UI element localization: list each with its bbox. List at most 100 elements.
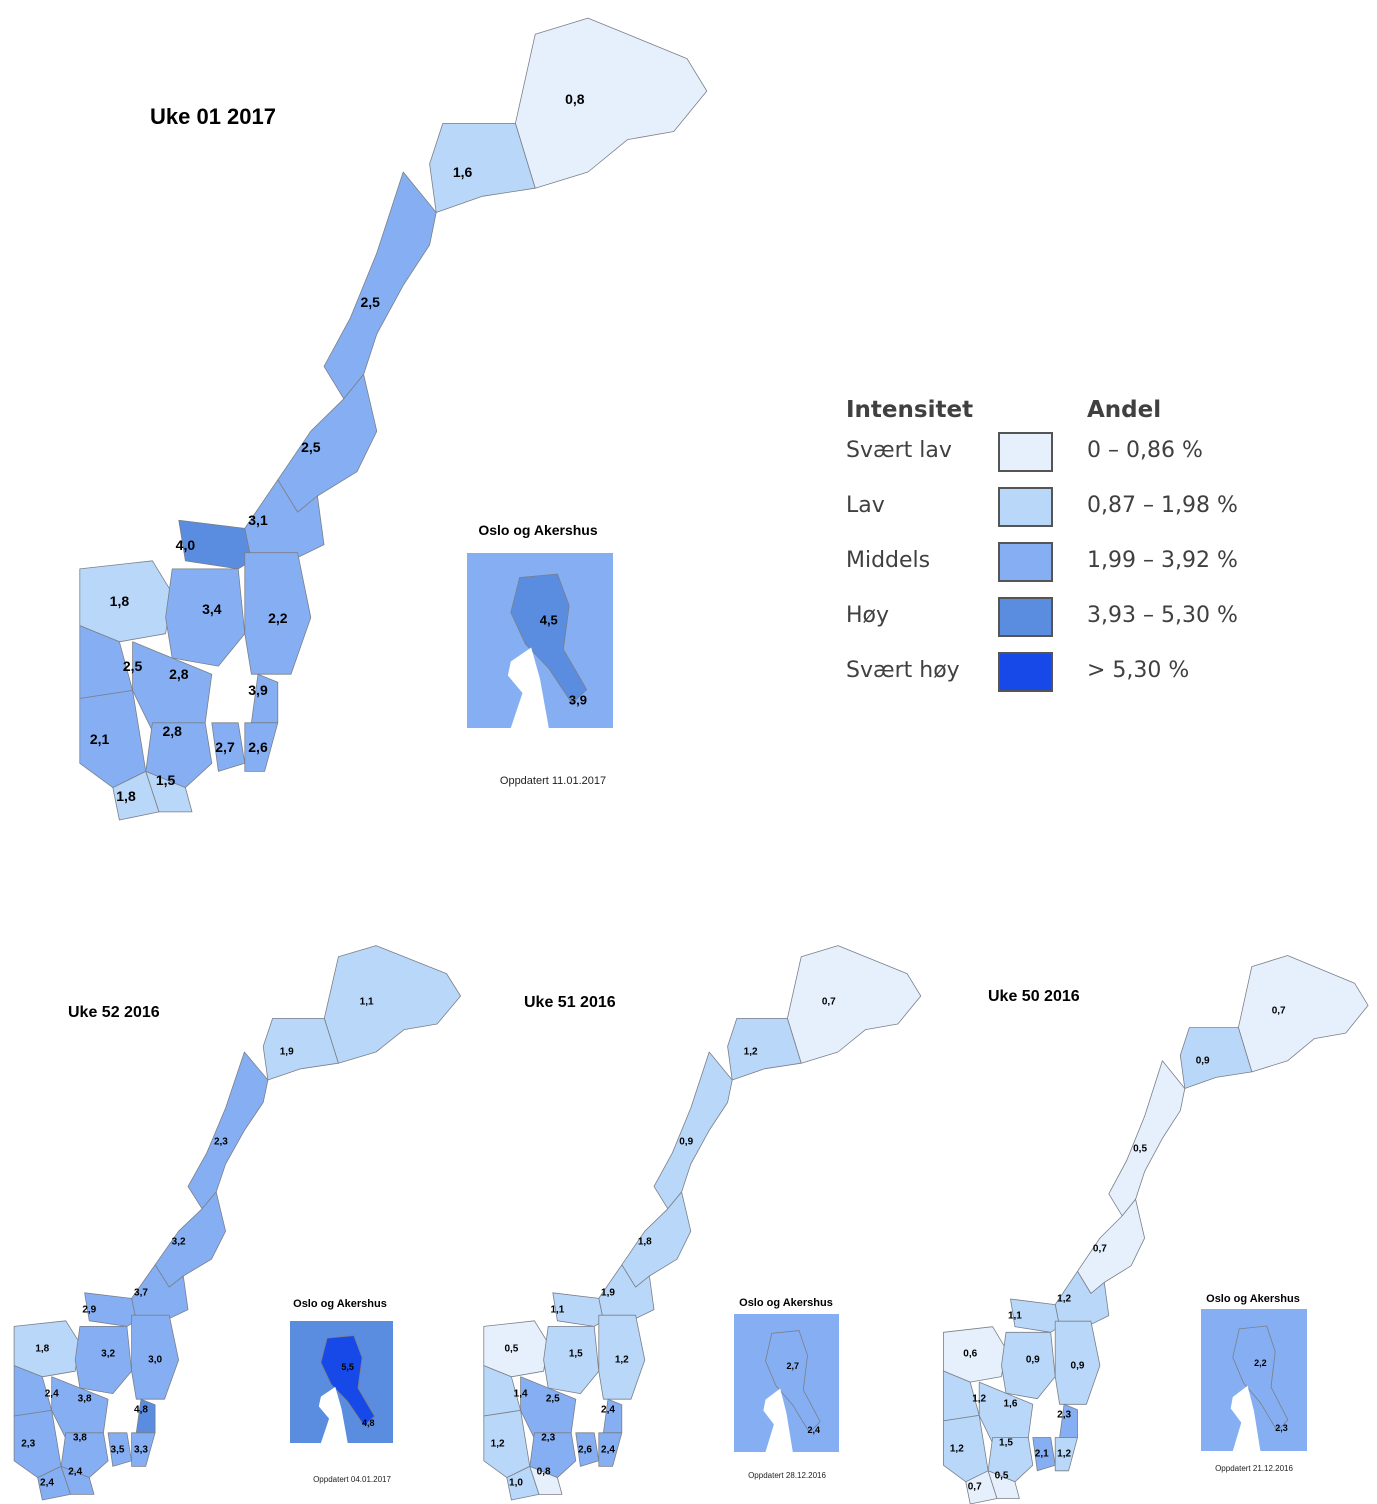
- inset-title: Oslo og Akershus: [739, 1297, 833, 1309]
- map-title: Uke 51 2016: [524, 994, 616, 1011]
- region-7: [1001, 1331, 1056, 1400]
- inset-value-label: 2,2: [1254, 1357, 1267, 1368]
- region-value-label: 2,8: [169, 666, 189, 683]
- updated-date: Oppdatert 11.01.2017: [499, 775, 607, 787]
- norway-map-svg: [483, 945, 922, 1501]
- region-2: [1108, 1060, 1186, 1217]
- inset-value-label: 2,7: [786, 1361, 800, 1372]
- region-value-label: 3,4: [202, 601, 222, 618]
- region-1: [429, 123, 536, 213]
- region-value-label: 1,8: [109, 593, 130, 610]
- region-value-label: 2,5: [122, 658, 143, 675]
- legend-header-share: Andel: [1087, 397, 1162, 423]
- region-value-label: 0,9: [1195, 1055, 1210, 1067]
- region-value-label: 1,6: [1003, 1398, 1018, 1410]
- inset-title: Oslo og Akershus: [293, 1298, 387, 1310]
- region-value-label: 3,8: [72, 1432, 87, 1444]
- oslofjord-water: [1230, 1385, 1261, 1451]
- region-8: [244, 552, 312, 675]
- region-value-label: 2,5: [360, 293, 380, 310]
- region-1: [1179, 1027, 1253, 1089]
- legend-row-range: > 5,30 %: [1087, 658, 1190, 683]
- oslo-akershus-inset: 2,7 2,4: [734, 1314, 839, 1452]
- legend-swatch: [998, 542, 1053, 582]
- region-value-label: 1,1: [1007, 1310, 1022, 1322]
- region-value-label: 0,9: [1025, 1354, 1040, 1366]
- region-14: [1054, 1437, 1078, 1472]
- inset-value-label: 3,9: [568, 692, 587, 708]
- region-1: [262, 1018, 339, 1081]
- region-value-label: 1,5: [999, 1437, 1013, 1449]
- region-2: [323, 171, 437, 400]
- region-value-label: 4,0: [175, 536, 196, 553]
- region-value-label: 1,5: [568, 1348, 583, 1360]
- region-value-label: 1,2: [1057, 1448, 1072, 1460]
- norway-map-svg: [79, 17, 708, 821]
- inset-value-label: 2,4: [807, 1424, 821, 1435]
- region-value-label: 2,3: [213, 1136, 228, 1148]
- region-value-label: 0,8: [536, 1466, 551, 1478]
- oslo-region: [510, 573, 588, 705]
- region-value-label: 1,1: [359, 996, 374, 1008]
- inset-value-label: 2,3: [1275, 1423, 1288, 1434]
- oslofjord-water: [318, 1386, 348, 1443]
- region-value-label: 2,2: [268, 609, 288, 626]
- updated-date: Oppdatert 04.01.2017: [313, 1475, 391, 1484]
- legend-row-name: Svært høy: [846, 658, 960, 683]
- map-title: Uke 01 2017: [150, 104, 276, 129]
- region-14: [598, 1432, 623, 1467]
- legend-row-range: 3,93 – 5,30 %: [1087, 603, 1238, 628]
- region-value-label: 2,4: [68, 1466, 83, 1478]
- region-12: [60, 1432, 109, 1478]
- region-value-label: 2,4: [601, 1404, 615, 1416]
- region-value-label: 2,3: [1057, 1409, 1072, 1421]
- region-value-label: 0,5: [1133, 1143, 1148, 1155]
- region-17: [987, 1470, 1020, 1499]
- region-value-label: 2,4: [44, 1388, 59, 1400]
- norway-map-svg: [13, 945, 461, 1501]
- region-0: [787, 945, 922, 1064]
- oslo-akershus-inset: 4,5 3,9: [467, 553, 613, 728]
- region-value-label: 1,2: [614, 1354, 629, 1366]
- legend-row-range: 0,87 – 1,98 %: [1087, 493, 1238, 518]
- region-0: [323, 945, 461, 1064]
- region-value-label: 3,5: [110, 1444, 125, 1456]
- region-8: [131, 1314, 179, 1400]
- region-value-label: 1,5: [155, 771, 176, 788]
- legend-row-range: 0 – 0,86 %: [1087, 438, 1203, 463]
- region-value-label: 2,5: [545, 1393, 560, 1405]
- region-value-label: 2,4: [40, 1477, 54, 1489]
- region-value-label: 4,8: [134, 1404, 148, 1416]
- region-8: [598, 1314, 646, 1400]
- inset-value-label: 4,5: [539, 612, 558, 627]
- region-value-label: 2,1: [1034, 1448, 1049, 1460]
- region-value-label: 3,9: [248, 682, 268, 699]
- region-value-label: 3,8: [77, 1393, 92, 1405]
- region-value-label: 1,8: [637, 1236, 652, 1248]
- region-value-label: 1,2: [1057, 1293, 1072, 1305]
- region-value-label: 3,2: [101, 1348, 116, 1360]
- region-value-label: 1,2: [490, 1438, 505, 1450]
- inset-title: Oslo og Akershus: [1206, 1293, 1300, 1305]
- region-1: [727, 1018, 802, 1081]
- region-value-label: 0,7: [967, 1481, 982, 1493]
- region-value-label: 2,6: [578, 1444, 592, 1456]
- region-2: [187, 1051, 269, 1210]
- inset-svg: [290, 1321, 393, 1443]
- region-8: [1054, 1320, 1101, 1405]
- region-value-label: 2,8: [162, 722, 182, 739]
- oslofjord-water: [763, 1388, 793, 1452]
- region-value-label: 1,9: [279, 1046, 294, 1058]
- region-value-label: 2,3: [541, 1432, 556, 1444]
- region-17: [145, 771, 193, 813]
- region-value-label: 0,5: [994, 1470, 1009, 1482]
- oslo-akershus-inset: 2,2 2,3: [1201, 1309, 1307, 1451]
- region-3: [621, 1191, 692, 1288]
- region-value-label: 1,1: [550, 1304, 565, 1316]
